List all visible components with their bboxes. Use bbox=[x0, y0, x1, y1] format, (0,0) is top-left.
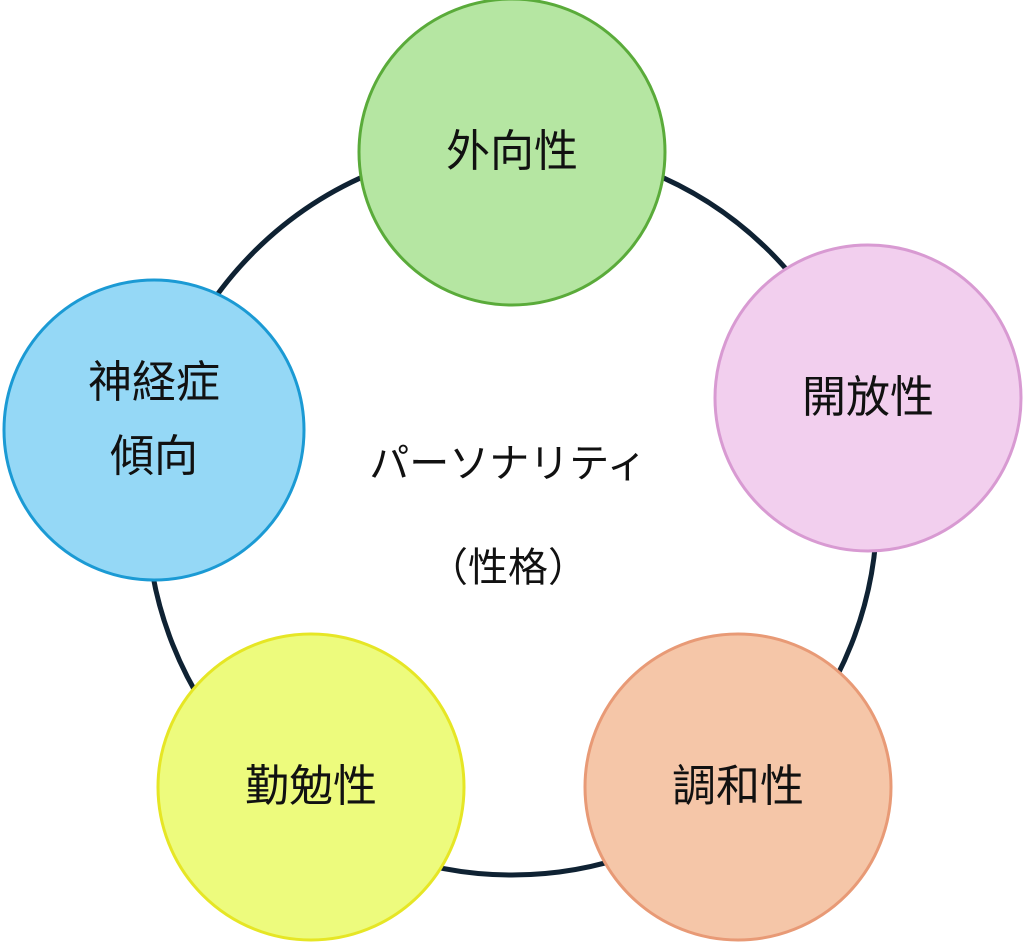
trait-label-neuroticism: 神経症 傾向 bbox=[88, 357, 220, 482]
trait-circle-extraversion bbox=[357, 0, 667, 307]
trait-label-agreeableness: 調和性 bbox=[672, 761, 804, 812]
center-title-line1: パーソナリティ bbox=[369, 441, 647, 487]
trait-label-conscientiousness: 勤勉性 bbox=[245, 761, 377, 812]
trait-circle-agreeableness bbox=[583, 632, 893, 942]
trait-circle-conscientiousness bbox=[156, 632, 466, 942]
center-title-line2: （性格） bbox=[427, 545, 588, 591]
trait-label-extraversion: 外向性 bbox=[446, 126, 578, 177]
trait-circle-openness bbox=[713, 243, 1023, 553]
center-title: パーソナリティ （性格） bbox=[369, 386, 647, 646]
trait-label-openness: 開放性 bbox=[802, 372, 934, 423]
trait-circle-neuroticism bbox=[2, 278, 306, 582]
